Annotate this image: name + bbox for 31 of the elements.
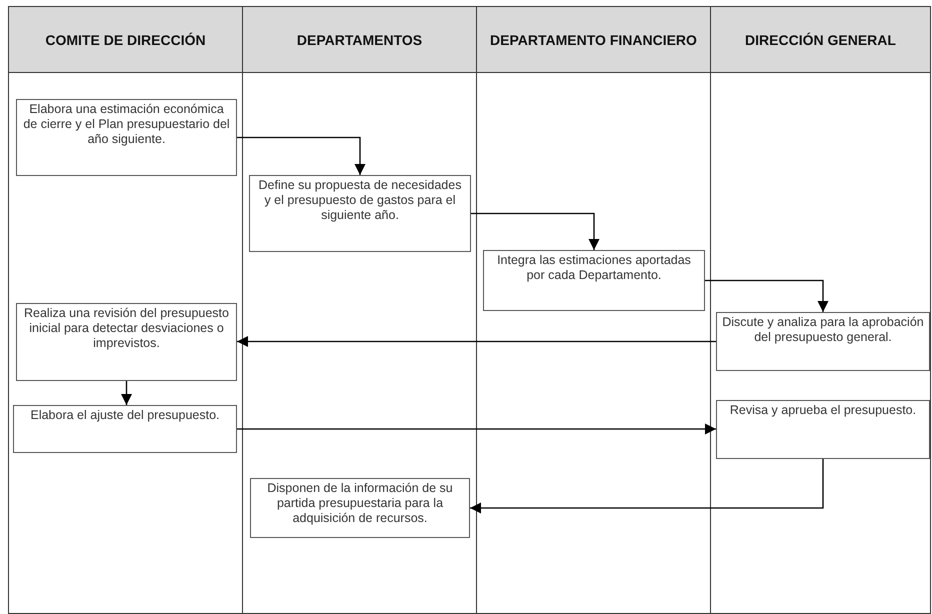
arrow (705, 280, 828, 312)
process-box (16, 99, 237, 176)
arrow (237, 336, 716, 347)
swimlane (8, 6, 243, 614)
step-text: Discute y analiza para la aprobación del presupuesto general. (721, 315, 925, 345)
arrow (237, 424, 716, 434)
arrow (237, 136, 366, 175)
lane-header: COMITE DE DIRECCIÓN (9, 7, 242, 73)
swimlane (242, 6, 477, 614)
arrow (121, 381, 132, 405)
arrow (470, 459, 824, 514)
process-box (16, 303, 237, 381)
step-text: Elabora una estimación económica de cierre y el Plan presupuestario del año siguiente. (22, 102, 231, 147)
swimlane (476, 6, 711, 614)
arrow (471, 212, 600, 250)
process-box (250, 478, 470, 538)
process-box (716, 400, 930, 459)
lane-header: DEPARTAMENTO FINANCIERO (477, 7, 710, 73)
step-text: Integra las estimaciones aportadas por cada Departamento. (496, 253, 692, 283)
process-box (483, 250, 705, 311)
process-box (249, 175, 471, 252)
lane-header: DIRECCIÓN GENERAL (711, 7, 930, 73)
step-text: Disponen de la información de su partida presupuestaria para la adquisición de recursos. (266, 481, 454, 526)
swimlane (710, 6, 931, 614)
process-box (13, 405, 237, 453)
step-text: Revisa y aprueba el presupuesto. (730, 403, 916, 418)
lane-header: DEPARTAMENTOS (243, 7, 476, 73)
step-text: Realiza una revisión del presupuesto inicial para detectar desviaciones o imprevistos. (23, 306, 230, 351)
step-text: Elabora el ajuste del presupuesto. (30, 408, 220, 423)
process-box (716, 312, 930, 371)
step-text: Define su propuesta de necesidades y el presupuesto de gastos para el siguiente año. (258, 178, 462, 223)
